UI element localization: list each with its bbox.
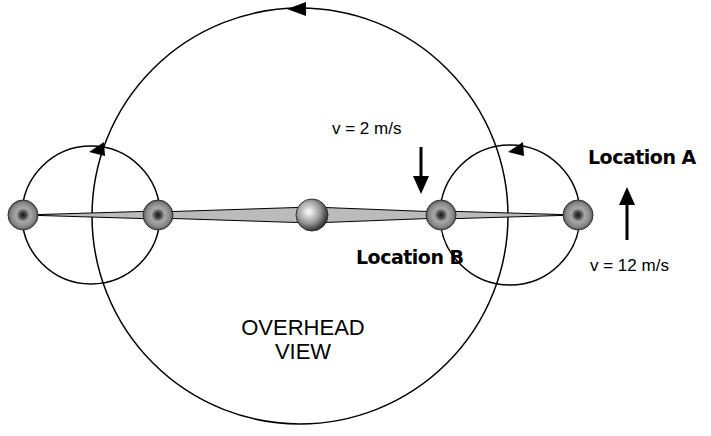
rod-arm (441, 211, 578, 219)
large-path (92, 8, 508, 424)
velocity-arrow (626, 203, 629, 240)
rod-bar (312, 207, 441, 223)
mass-ball (563, 200, 593, 230)
mass-ball (143, 200, 173, 230)
velocity-label: v = 2 m/s (332, 119, 401, 139)
velocity-arrow (420, 147, 423, 178)
mass-ball (8, 200, 38, 230)
mass-ball (426, 200, 456, 230)
rod-bar (158, 207, 312, 223)
rod-arm (23, 211, 158, 219)
view-caption: OVERHEAD VIEW (228, 316, 378, 364)
location-label: Location A (588, 146, 696, 168)
rotation-arrowhead (287, 2, 306, 16)
hub (296, 199, 328, 231)
rotation-arrowhead (89, 142, 105, 156)
rotation-arrowhead (508, 142, 524, 156)
location-label: Location B (356, 246, 464, 268)
velocity-label: v = 12 m/s (590, 256, 669, 276)
velocity-arrowhead (619, 187, 635, 205)
small-path (22, 146, 160, 284)
velocity-arrowhead (413, 176, 429, 194)
